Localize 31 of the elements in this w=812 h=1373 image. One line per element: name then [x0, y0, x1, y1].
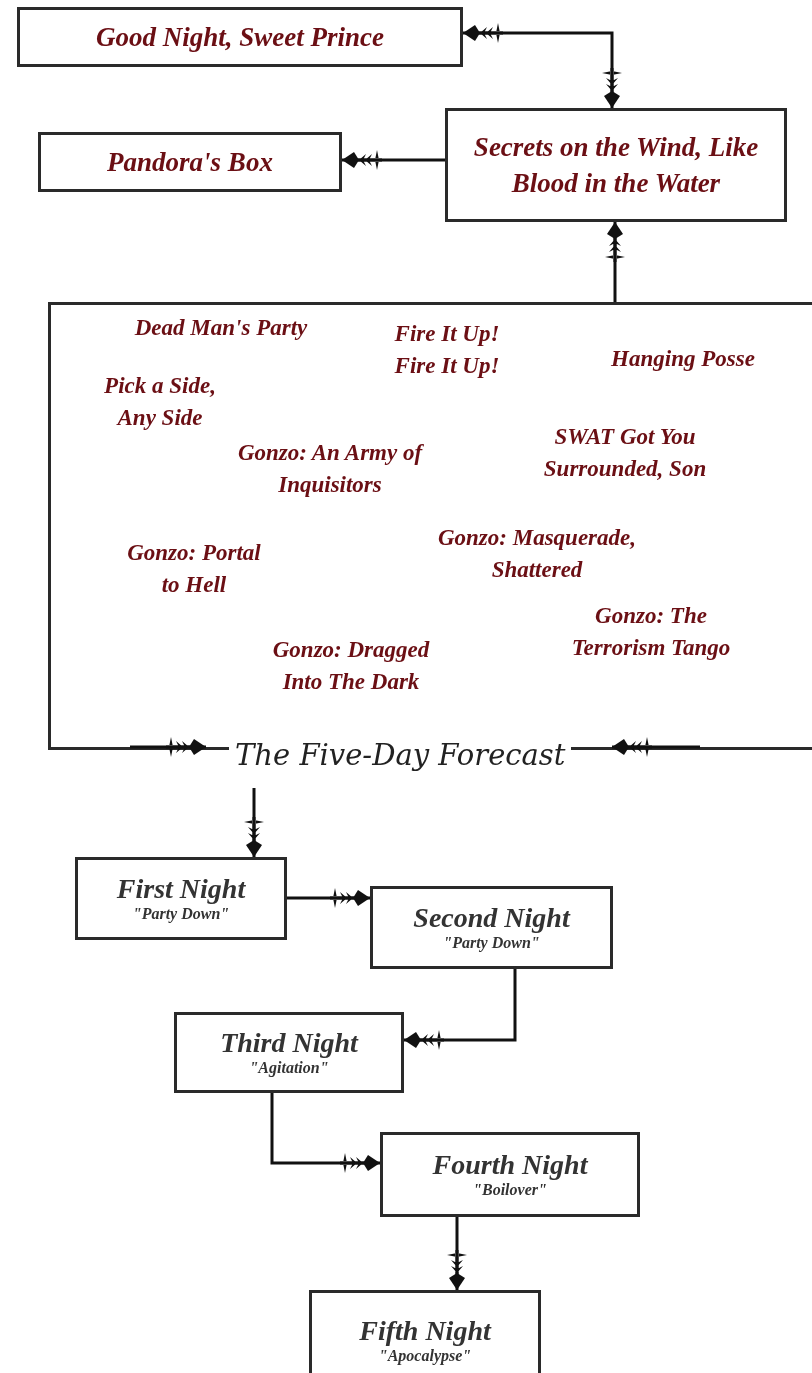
box-title: Fifth Night — [359, 1315, 491, 1347]
box-subtitle: "Agitation" — [249, 1059, 329, 1077]
episode-title: Gonzo: Dragged Into The Dark — [271, 636, 431, 697]
box-subtitle: "Boilover" — [473, 1181, 547, 1199]
episode-title: Gonzo: An Army of Inquisitors — [236, 439, 425, 500]
box-title: Good Night, Sweet Prince — [96, 20, 384, 54]
episode-title: SWAT Got You Surrounded, Son — [542, 423, 708, 484]
box-title: Pandora's Box — [107, 145, 273, 179]
night-box — [380, 1132, 640, 1217]
night-box — [174, 1012, 404, 1093]
episode-title: Gonzo: Portal to Hell — [126, 539, 262, 600]
box-subtitle: "Party Down" — [443, 934, 540, 952]
episode-title: Fire It Up! Fire It Up! — [393, 320, 501, 381]
title-box — [38, 132, 342, 192]
episode-title: Gonzo: The Terrorism Tango — [570, 602, 732, 663]
title-box — [445, 108, 787, 222]
night-box — [370, 886, 613, 969]
episode-title: Hanging Posse — [610, 345, 756, 373]
episode-title: Pick a Side, Any Side — [103, 372, 217, 433]
box-subtitle: "Apocalypse" — [378, 1346, 472, 1365]
box-title: Second Night — [413, 903, 570, 935]
night-box — [75, 857, 287, 940]
box-subtitle: "Party Down" — [132, 905, 230, 923]
episode-title: Gonzo: Masquerade, Shattered — [436, 524, 638, 585]
box-title: Fourth Night — [432, 1150, 588, 1182]
title-box — [17, 7, 463, 67]
night-box — [309, 1290, 541, 1373]
box-title: Secrets on the Wind, Like Blood in the Water — [472, 130, 760, 200]
episode-title: Dead Man's Party — [133, 314, 309, 342]
box-title: Third Night — [220, 1028, 358, 1060]
box-title: First Night — [116, 874, 246, 906]
